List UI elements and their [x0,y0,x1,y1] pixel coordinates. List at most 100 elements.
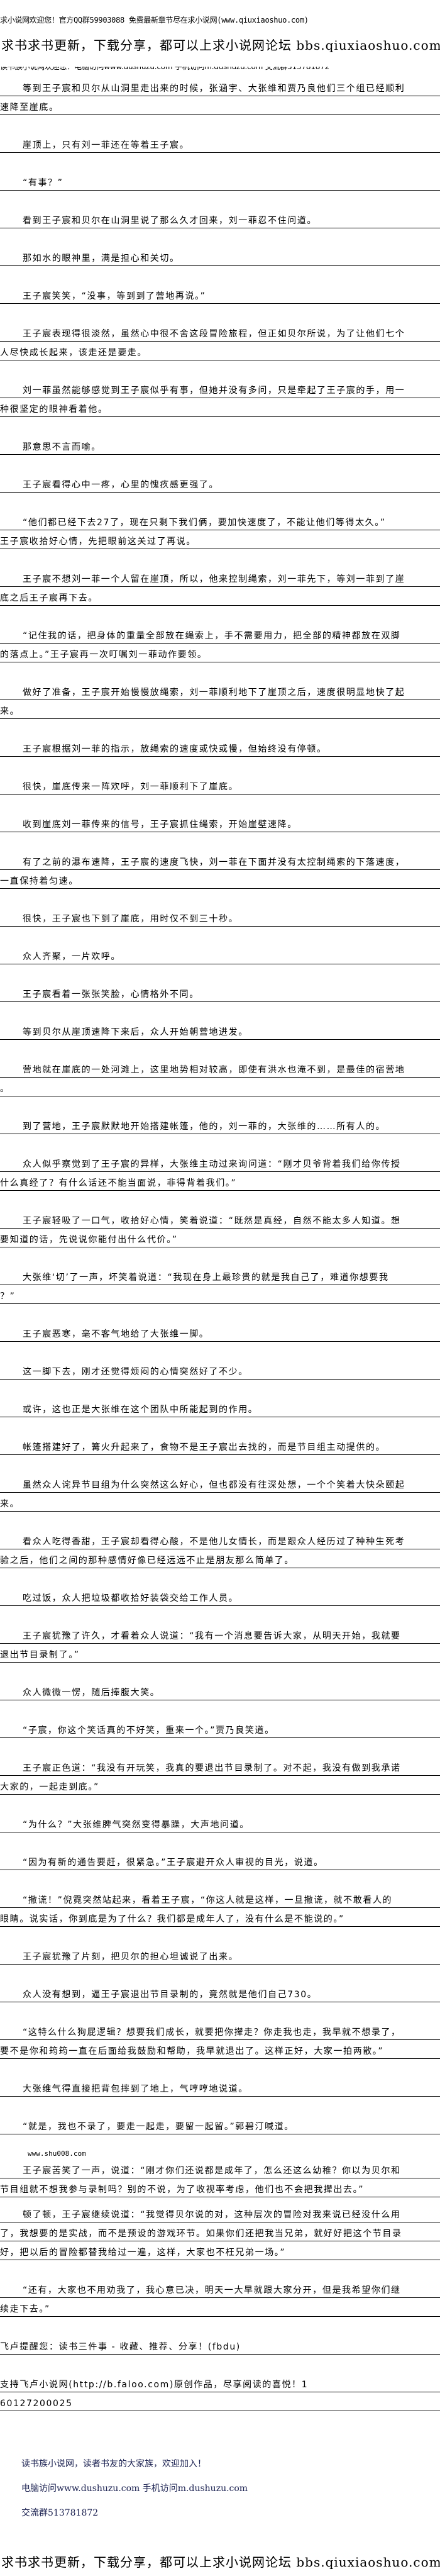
paragraph: 看众人吃得香甜，王子宸却看得心酸，不是他儿女情长，而是跟众人经历过了种种生死考验… [0,1531,440,1568]
paragraph: 刘一菲虽然能够感觉到王子宸似乎有事，但她并没有多问，只是牵起了王子宸的手，用一种… [0,379,440,417]
paragraph-line: “有事？” [0,172,440,191]
paragraph-line: “还有，大家也不用劝我了，我心意已决，明天一大早就跟大家分开，但是我希望你们继 [0,2279,440,2298]
paragraph: 收到崖底刘一菲传来的信号，王子宸抓住绳索，开始崖壁速降。 [0,813,440,832]
paragraph: 众人似乎察觉到了王子宸的异样，大张维主动过来询问道：“刚才贝爷背着我们给你传授什… [0,1153,440,1191]
paragraph-line: 很快，崖底传来一阵欢呼，刘一菲顺利下了崖底。 [0,776,440,795]
paragraph: 做好了准备，王子宸开始慢慢放绳索，刘一菲顺利地下了崖顶之后，速度很明显地快了起来… [0,681,440,719]
paragraph: 到了营地，王子宸默默地开始搭建帐篷，他的，刘一菲的，大张维的……所有人的。 [0,1115,440,1134]
paragraph: 大张维‘切’了一声，坏笑着说道：“我现在身上最珍贵的就是我自己了，难道你想要我？… [0,1266,440,1304]
paragraph: “因为有新的通告要赶，很紧急。”王子宸避开众人审视的目光，说道。 [0,1851,440,1870]
paragraph: 王子宸犹豫了许久，才看着众人说道：“我有一个消息要告诉大家，从明天开始，我就要退… [0,1625,440,1663]
paragraph-line: “记住我的话，把身体的重量全部放在绳索上，手不需要用力，把全部的精神都放在双脚 [0,625,440,644]
paragraph: 营地就在崖底的一处河滩上，这里地势相对较高，即使有洪水也淹不到，是最佳的宿营地。 [0,1059,440,1096]
paragraph: 王子宸表现得很淡然，虽然心中很不舍这段冒险旅程，但正如贝尔所说，为了让他们七个人… [0,323,440,360]
paragraph: 众人微微一愣，随后捧腹大笑。 [0,1681,440,1700]
paragraph: 虽然众人诧异节目组为什么突然这么好心，但也都没有往深处想，一个个笑着大快朵颐起来… [0,1474,440,1512]
paragraph-line: 虽然众人诧异节目组为什么突然这么好心，但也都没有往深处想，一个个笑着大快朵颐起 [0,1474,440,1493]
paragraph-line: 大家的，一起走到底。” [0,1776,440,1795]
paragraph: 很快，王子宸也下到了崖底，用时仅不到三十秒。 [0,908,440,927]
site-welcome-banner: 求小说网欢迎您！官方QQ群59903088 免费最新章节尽在求小说网(www.q… [0,16,309,25]
paragraph: 那意思不言而喻。 [0,436,440,455]
paragraph-line: 有了之前的瀑布速降，王子宸的速度飞快，刘一菲在下面并没有太控制绳索的下落速度， [0,851,440,870]
paragraph-line: 王子宸恶寒，毫不客气地给了大张维一脚。 [0,1323,440,1342]
paragraph-line: 顿了顿，王子宸继续说道：“我觉得贝尔说的对，这种层次的冒险对我来说已经没什么用 [0,2204,440,2222]
paragraph: “他们都已经下去27了，现在只剩下我们俩，要加快速度了，不能让他们等得太久。”王… [0,511,440,549]
paragraph-line: 要不是你和筠筠一直在后面给我鼓励和帮助，我早就退出了。这样正好，大家一拍两散。” [0,2040,440,2059]
paragraph: 等到王子宸和贝尔从山洞里走出来的时候，张涵宇、大张维和贾乃良他们三个组已经顺利速… [0,77,440,115]
paragraph-line: 一直保持着匀速。 [0,870,440,889]
paragraph: 众人齐聚，一片欢呼。 [0,945,440,964]
paragraph: 王子宸根据刘一菲的指示，放绳索的速度或快或慢，但始终没有停顿。 [0,738,440,757]
paragraph-line: “子宸，你这个笑话真的不好笑，重来一个。”贾乃良笑道。 [0,1719,440,1738]
paragraph: “撒谎！”倪霓突然站起来，看着王子宸，“你这人就是这样，一旦撒谎，就不敢看人的眼… [0,1889,440,1927]
paragraph-line: 大张维‘切’了一声，坏笑着说道：“我现在身上最珍贵的就是我自己了，难道你想要我 [0,1266,440,1285]
paragraph-line: 人尽快成长起来，该走还是要走。 [0,342,440,360]
paragraph-line: 众人微微一愣，随后捧腹大笑。 [0,1681,440,1700]
paragraph: 王子宸看得心中一疼，心里的愧疚感更强了。 [0,474,440,493]
paragraph: 王子宸恶寒，毫不客气地给了大张维一脚。 [0,1323,440,1342]
notice-line: 支持飞卢小说网(http://b.faloo.com)原创作品，尽享阅读的喜悦！… [0,2373,440,2411]
paragraph: “这特么什么狗屁逻辑？想要我们成长，就要把你撵走？你走我也走，我早就不想录了，要… [0,2021,440,2059]
paragraph-line: 看众人吃得香甜，王子宸却看得心酸，不是他儿女情长，而是跟众人经历过了种种生死考 [0,1531,440,1549]
dushuzu-notice: 读书族小说网，读者书友的大家族，欢迎加入！ 电脑访问www.dushuzu.co… [21,2456,248,2529]
paragraph-line: 众人似乎察觉到了王子宸的异样，大张维主动过来询问道：“刚才贝爷背着我们给你传授 [0,1153,440,1172]
paragraph-line: 这一脚下去，刚才还觉得烦闷的心情突然好了不少。 [0,1361,440,1380]
paragraph-line: 王子宸苦笑了一声，说道：“刚才你们还说都是成年了，怎么还这么幼稚？你以为贝尔和 [0,2160,440,2178]
paragraph-line: 节目组就不想我参与录制吗？别的不说，为了收视率考虑，他们也不会把我撵出去。” [0,2178,440,2197]
paragraph-line: 速降至崖底。 [0,96,440,115]
paragraph-line: 营地就在崖底的一处河滩上，这里地势相对较高，即使有洪水也淹不到，是最佳的宿营地 [0,1059,440,1078]
paragraph: “记住我的话，把身体的重量全部放在绳索上，手不需要用力，把全部的精神都放在双脚的… [0,625,440,662]
paragraph-line: 什么真经了？有什么话还不能当面说，非得背着我们。” [0,1172,440,1191]
paragraph: 王子宸苦笑了一声，说道：“刚才你们还说都是成年了，怎么还这么幼稚？你以为贝尔和节… [0,2160,440,2197]
paragraph-line: 王子宸根据刘一菲的指示，放绳索的速度或快或慢，但始终没有停顿。 [0,738,440,757]
paragraph-line: 来。 [0,1493,440,1512]
paragraph: 那如水的眼神里，满是担心和关切。 [0,247,440,266]
paragraph-line: 那意思不言而喻。 [0,436,440,455]
paragraph: “就是，我也不录了，要走一起走，要留一起留。”郭碧汀喊道。 [0,2116,440,2134]
paragraph: 众人没有想到，逼王子宸退出节目录制的，竟然就是他们自己730。 [0,1983,440,2002]
paragraph-line: 王子宸看着一张张笑脸，心情格外不同。 [0,983,440,1002]
paragraph-line: 退出节目录制了。” [0,1644,440,1663]
paragraph-line: 王子宸收拾好心情，先把眼前这关过了再说。 [0,530,440,549]
paragraph-line: 王子宸正色道：“我没有开玩笑，我真的要退出节目录制了。对不起，我没有做到我承诺 [0,1757,440,1776]
notice-line: 飞卢提醒您：读书三件事 - 收藏、推荐、分享！(fbdu) [0,2336,440,2355]
paragraph-line: 的落点上。”王子宸再一次叮嘱刘一菲动作要领。 [0,644,440,662]
clipped-banner: 读书族小说网欢迎您：电脑访问www.dushuzu.com 手机访问m.dush… [0,67,440,72]
paragraph: 等到贝尔从崖顶速降下来后，众人开始朝营地进发。 [0,1021,440,1040]
paragraph-line: “就是，我也不录了，要走一起走，要留一起留。”郭碧汀喊道。 [0,2116,440,2134]
paragraph-line: 到了营地，王子宸默默地开始搭建帐篷，他的，刘一菲的，大张维的……所有人的。 [0,1115,440,1134]
paragraph-line: 崖顶上，只有刘一菲还在等着王子宸。 [0,134,440,153]
paragraph: 王子宸看着一张张笑脸，心情格外不同。 [0,983,440,1002]
paragraph: 看到王子宸和贝尔在山洞里说了那么久才回来，刘一菲忍不住问道。 [0,209,440,228]
dushuzu-clipped-text: 读书族小说网欢迎您：电脑访问www.dushuzu.com 手机访问m.dush… [0,67,330,71]
paragraph-line: 了，我想要的是实战，而不是预设的游戏环节。如果你们还把我当兄弟，就好好把这个节目… [0,2222,440,2241]
paragraph-line: ？” [0,1285,440,1304]
paragraph-line: 大张维气得直接把背包摔到了地上，气哼哼地说道。 [0,2078,440,2097]
paragraph: “还有，大家也不用劝我了，我心意已决，明天一大早就跟大家分开，但是我希望你们继续… [0,2279,440,2317]
paragraph-line: 王子宸犹豫了片刻，把贝尔的担心坦诚说了出来。 [0,1946,440,1965]
paragraph-line: “这特么什么狗屁逻辑？想要我们成长，就要把你撵走？你走我也走，我早就不想录了， [0,2021,440,2040]
paragraph-line: 做好了准备，王子宸开始慢慢放绳索，刘一菲顺利地下了崖顶之后，速度很明显地快了起 [0,681,440,700]
paragraph: 有了之前的瀑布速降，王子宸的速度飞快，刘一菲在下面并没有太控制绳索的下落速度，一… [0,851,440,889]
paragraph-line: 续走下去。” [0,2298,440,2317]
paragraph-line: 那如水的眼神里，满是担心和关切。 [0,247,440,266]
paragraph: “子宸，你这个笑话真的不好笑，重来一个。”贾乃良笑道。 [0,1719,440,1738]
forum-banner: 求书求书更新，下载分享，都可以上求小说网论坛 bbs.qiuxiaoshuo.c… [1,38,440,53]
paragraph: 吃过饭，众人把垃圾都收拾好装袋交给工作人员。 [0,1587,440,1606]
footer-forum-banner: 求书求书更新，下载分享，都可以上求小说网论坛 bbs.qiuxiaoshuo.c… [1,2555,440,2570]
paragraph-line: 来。 [0,700,440,719]
chapter-body: 等到王子宸和贝尔从山洞里走出来的时候，张涵宇、大张维和贾乃良他们三个组已经顺利速… [0,77,440,2411]
paragraph-line: “因为有新的通告要赶，很紧急。”王子宸避开众人审视的目光，说道。 [0,1851,440,1870]
paragraph-line: 底之后王子宸再下去。 [0,587,440,606]
paragraph-line: “为什么？”大张维脾气突然变得暴躁，大声地问道。 [0,1814,440,1832]
paragraph-line: 众人齐聚，一片欢呼。 [0,945,440,964]
paragraph-line: 吃过饭，众人把垃圾都收拾好装袋交给工作人员。 [0,1587,440,1606]
paragraph-line: 刘一菲虽然能够感觉到王子宸似乎有事，但她并没有多问，只是牵起了王子宸的手，用一 [0,379,440,398]
paragraph-line: 好，把以后的冒险都替我给过一遍，这样，大家也不枉兄弟一场。” [0,2241,440,2260]
paragraph-line: 王子宸笑笑，“没事，等到到了营地再说。” [0,285,440,304]
paragraph: 大张维气得直接把背包摔到了地上，气哼哼地说道。 [0,2078,440,2097]
paragraph-line: 等到王子宸和贝尔从山洞里走出来的时候，张涵宇、大张维和贾乃良他们三个组已经顺利 [0,77,440,96]
paragraph: 王子宸正色道：“我没有开玩笑，我真的要退出节目录制了。对不起，我没有做到我承诺大… [0,1757,440,1795]
paragraph-line: 王子宸犹豫了许久，才看着众人说道：“我有一个消息要告诉大家，从明天开始，我就要 [0,1625,440,1644]
paragraph-line: 要知道的话，先说说你能付出什么代价。” [0,1229,440,1247]
